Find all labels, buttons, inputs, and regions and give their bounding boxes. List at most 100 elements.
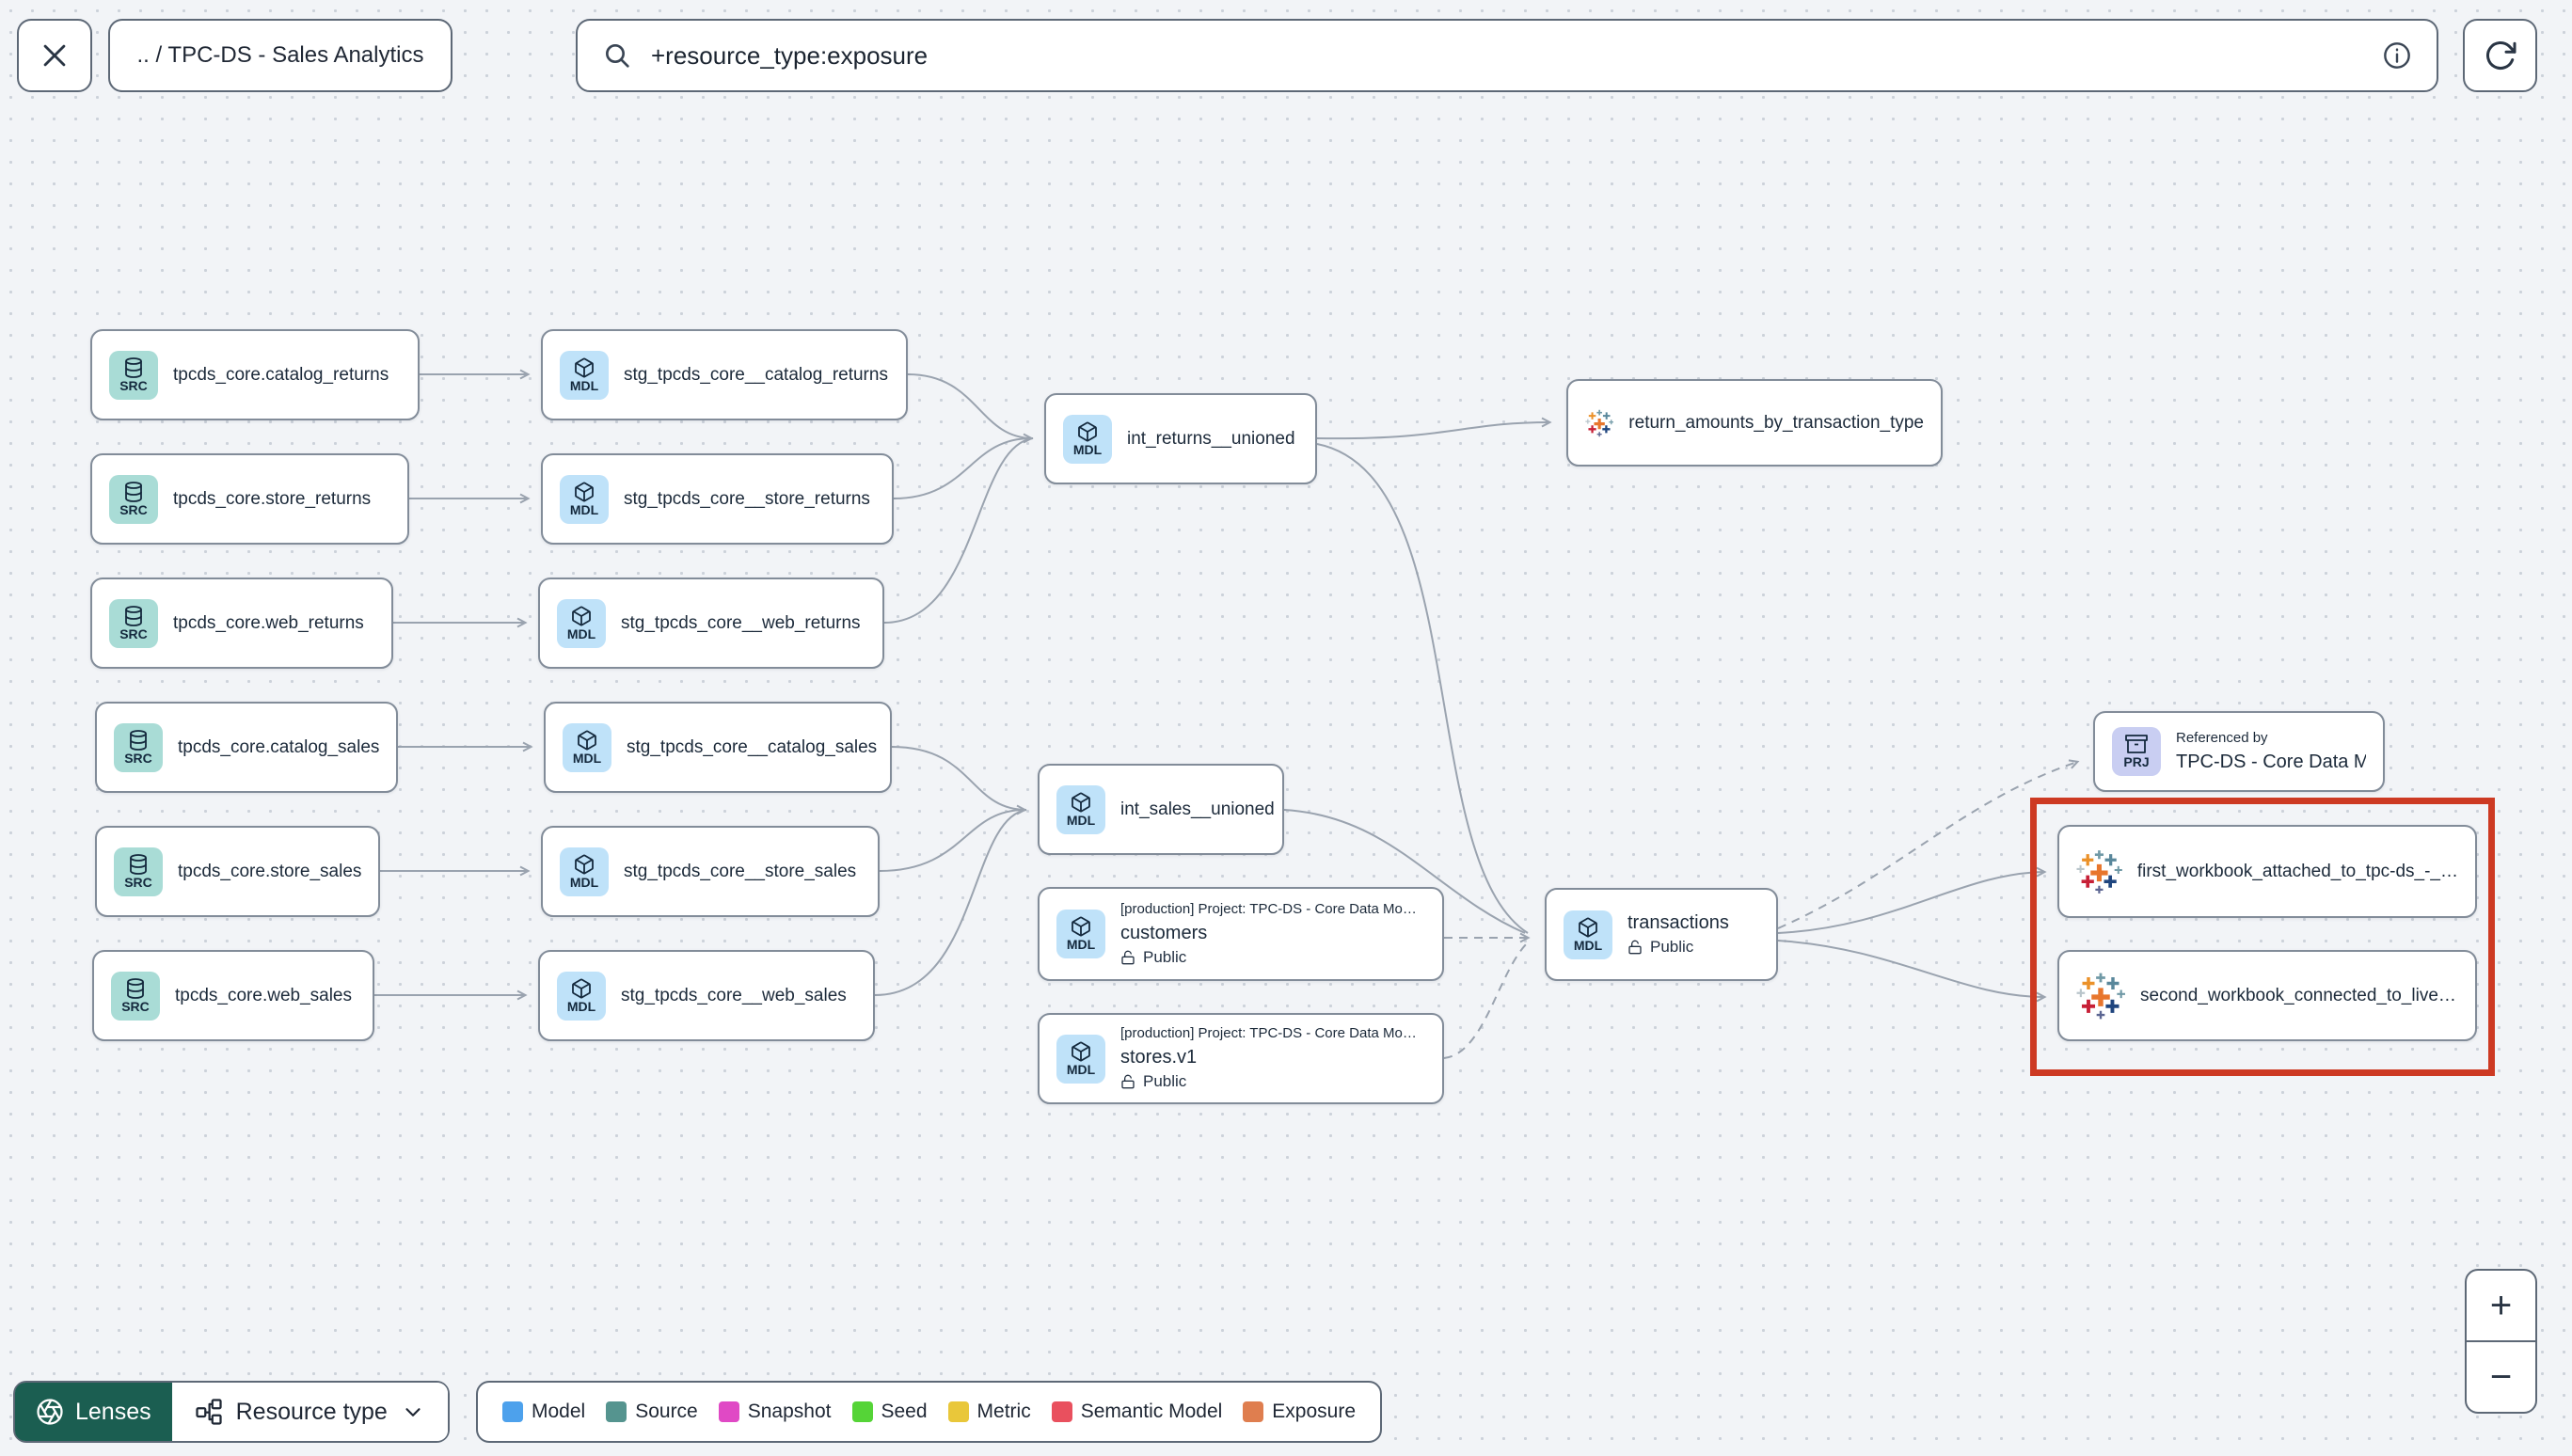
access-badge: Public <box>1627 938 1729 957</box>
database-icon <box>125 481 142 502</box>
node-label: int_returns__unioned <box>1127 428 1295 449</box>
cube-icon <box>578 730 596 751</box>
legend-swatch <box>1051 1401 1072 1422</box>
search-bar[interactable] <box>576 19 2438 92</box>
access-badge: Public <box>1120 948 1417 967</box>
close-icon <box>43 44 66 67</box>
legend-swatch <box>606 1401 627 1422</box>
resource-type-label: Resource type <box>235 1398 388 1425</box>
node-src-catalog-sales[interactable]: SRC tpcds_core.catalog_sales <box>95 702 398 793</box>
node-src-web-sales[interactable]: SRC tpcds_core.web_sales <box>92 950 374 1041</box>
exposure-highlight-box <box>2030 798 2495 1076</box>
node-stg-store-returns[interactable]: MDL stg_tpcds_core__store_returns <box>541 453 894 545</box>
cube-icon <box>572 978 591 999</box>
cube-icon <box>1072 792 1090 813</box>
legend-swatch <box>947 1401 969 1422</box>
cube-icon <box>1072 916 1090 937</box>
node-label: transactions <box>1627 912 1729 934</box>
lineage-edge <box>874 809 1027 996</box>
legend-item-source: Source <box>606 1401 698 1423</box>
refresh-button[interactable] <box>2463 19 2537 92</box>
model-badge: MDL <box>1056 1034 1105 1084</box>
node-label: stg_tpcds_core__store_returns <box>624 488 870 509</box>
source-badge: SRC <box>111 971 160 1021</box>
model-badge: MDL <box>557 971 606 1021</box>
node-context: [production] Project: TPC-DS - Core Data… <box>1120 900 1417 917</box>
model-badge: MDL <box>560 474 609 524</box>
node-label: stg_tpcds_core__store_sales <box>624 861 857 881</box>
node-mdl-customers[interactable]: MDL [production] Project: TPC-DS - Core D… <box>1038 887 1444 981</box>
node-context: Referenced by <box>2176 730 2268 746</box>
cube-icon <box>575 482 594 502</box>
zoom-in-button[interactable]: + <box>2467 1271 2535 1342</box>
public-unlock-icon <box>1121 950 1135 965</box>
search-icon <box>606 44 629 68</box>
zoom-out-button[interactable]: − <box>2489 1355 2513 1398</box>
lenses-button[interactable]: Lenses <box>15 1383 172 1441</box>
node-exp-wb2[interactable]: second_workbook_connected_to_live… <box>2057 950 2477 1041</box>
legend-swatch <box>1243 1401 1264 1422</box>
legend-item-exposure: Exposure <box>1243 1401 1356 1423</box>
node-mdl-stores[interactable]: MDL [production] Project: TPC-DS - Core D… <box>1038 1013 1444 1104</box>
model-badge: MDL <box>1056 910 1105 958</box>
lineage-edge <box>1316 417 1552 440</box>
model-badge: MDL <box>1564 910 1612 959</box>
aperture-icon <box>37 1399 63 1425</box>
lineage-edge <box>1316 443 1529 934</box>
lenses-label: Lenses <box>75 1398 151 1425</box>
close-button[interactable] <box>17 19 92 92</box>
node-label: tpcds_core.web_sales <box>175 985 352 1005</box>
breadcrumb[interactable]: .. / TPC-DS - Sales Analytics <box>108 19 452 92</box>
cube-icon <box>1072 1041 1090 1062</box>
node-exp-return-amounts[interactable]: return_amounts_by_transaction_type <box>1566 379 1943 467</box>
node-label: TPC-DS - Core Data Models <box>2176 752 2366 772</box>
model-badge: MDL <box>560 350 609 400</box>
node-prj-core[interactable]: PRJ Referenced by TPC-DS - Core Data Model… <box>2093 711 2385 792</box>
access-badge: Public <box>1120 1072 1417 1091</box>
legend-item-semantic-model: Semantic Model <box>1051 1401 1222 1423</box>
lens-controls: Lenses Resource type <box>13 1381 450 1443</box>
lineage-edge <box>907 373 1034 439</box>
source-badge: SRC <box>114 847 163 896</box>
resource-type-icon <box>196 1399 222 1425</box>
node-label: tpcds_core.catalog_sales <box>178 736 380 757</box>
node-context: [production] Project: TPC-DS - Core Data… <box>1120 1025 1417 1042</box>
tableau-icon <box>2076 973 2125 1019</box>
project-badge: PRJ <box>2112 727 2161 776</box>
model-badge: MDL <box>563 722 611 772</box>
lineage-edge <box>893 433 1034 499</box>
source-badge: SRC <box>114 722 163 772</box>
search-input[interactable] <box>649 40 2365 71</box>
node-exp-wb1[interactable]: first_workbook_attached_to_tpc-ds_-_… <box>2057 825 2477 918</box>
source-badge: SRC <box>109 474 158 524</box>
database-icon <box>127 977 144 999</box>
breadcrumb-label: .. / TPC-DS - Sales Analytics <box>136 42 424 68</box>
public-unlock-icon <box>1628 941 1642 955</box>
legend-item-model: Model <box>502 1401 585 1423</box>
lineage-edge <box>1283 809 1526 934</box>
model-badge: MDL <box>557 598 606 648</box>
resource-type-dropdown[interactable]: Resource type <box>171 1383 448 1441</box>
lineage-edge <box>1777 866 2047 934</box>
legend-swatch <box>851 1401 873 1422</box>
info-icon[interactable] <box>2382 40 2412 71</box>
node-label: int_sales__unioned <box>1120 799 1275 819</box>
legend-swatch <box>718 1401 739 1422</box>
cube-icon <box>575 357 594 378</box>
node-label: first_workbook_attached_to_tpc-ds_-_… <box>2136 861 2458 881</box>
